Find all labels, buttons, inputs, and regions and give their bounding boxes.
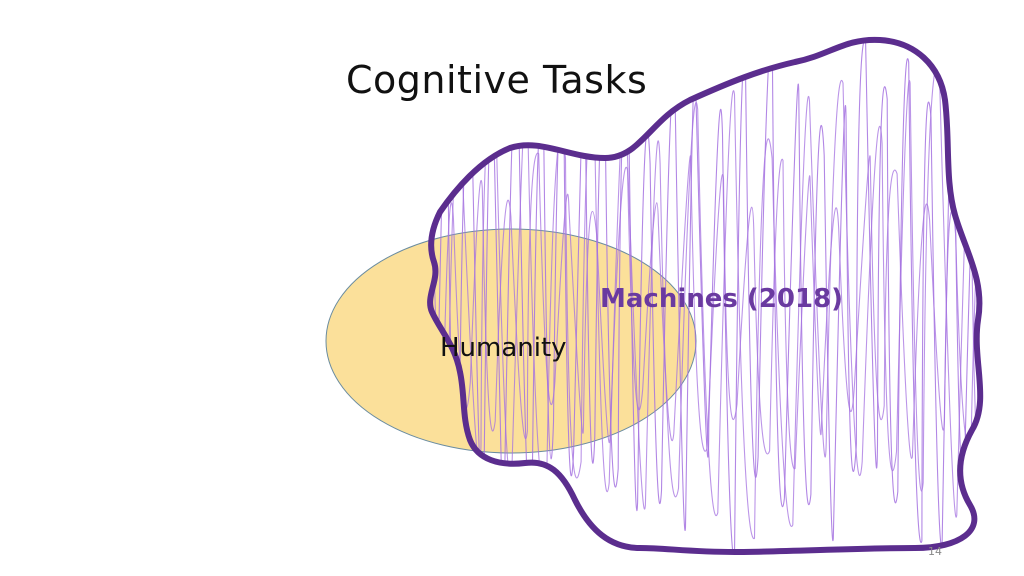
machines-region-outline bbox=[427, 36, 984, 555]
scribble-stroke bbox=[430, 60, 981, 541]
page-number: 14 bbox=[928, 545, 942, 558]
machines-label: Machines (2018) bbox=[600, 284, 843, 314]
humanity-label: Humanity bbox=[440, 333, 567, 363]
slide-title: Cognitive Tasks bbox=[346, 58, 648, 102]
scribble-stroke bbox=[430, 152, 981, 471]
